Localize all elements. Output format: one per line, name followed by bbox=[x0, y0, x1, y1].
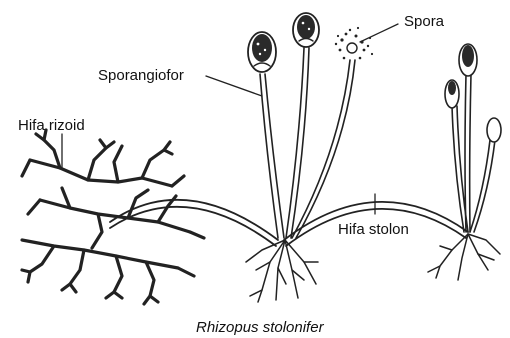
rhizoid-network bbox=[22, 130, 204, 304]
label-sporangiofor: Sporangiofor bbox=[98, 67, 184, 84]
right-rhizoids bbox=[428, 234, 500, 280]
sporangium-center bbox=[293, 13, 319, 47]
central-rhizoids bbox=[246, 240, 318, 302]
label-hifa-rizoid: Hifa rizoid bbox=[18, 117, 85, 134]
sporangium-right-low bbox=[487, 118, 501, 142]
leader-lines bbox=[62, 24, 398, 214]
sporangium-right-top bbox=[459, 44, 477, 76]
spores-burst bbox=[335, 27, 373, 59]
leader-sporangiofor bbox=[206, 76, 262, 96]
leader-spora bbox=[360, 24, 398, 42]
figure-caption: Rhizopus stolonifer bbox=[196, 319, 325, 336]
sporangium-left bbox=[248, 32, 276, 72]
label-hifa-stolon: Hifa stolon bbox=[338, 221, 409, 238]
sporangium-right-mid bbox=[445, 80, 459, 108]
label-spora: Spora bbox=[404, 13, 445, 30]
